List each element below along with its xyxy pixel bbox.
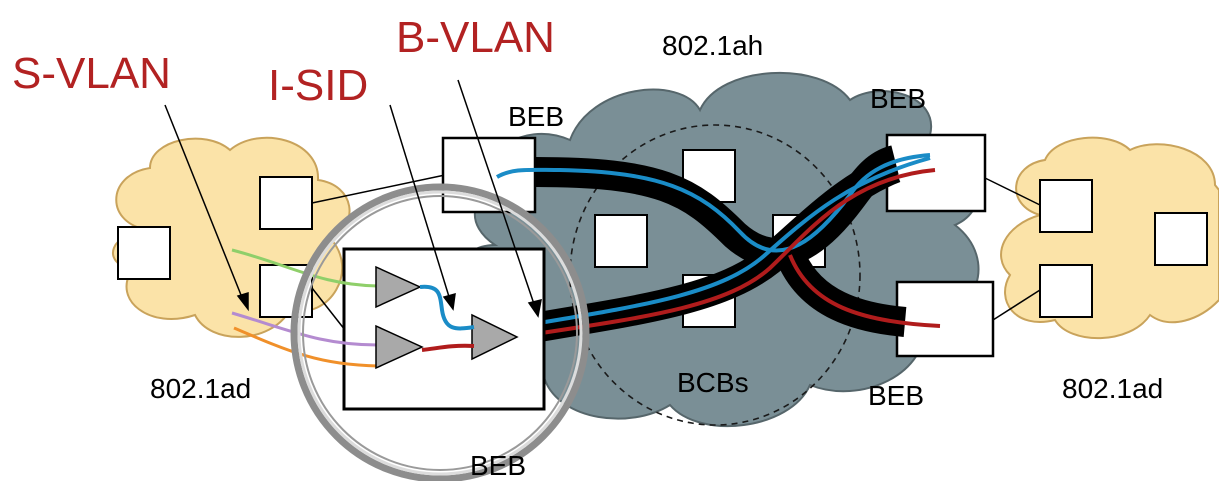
red-service-bottom: [788, 254, 941, 328]
link-left-to-beb: [311, 174, 446, 204]
isid-red-line: [421, 343, 475, 352]
service-triangle-upper: [375, 265, 422, 309]
blue-service-main: [514, 156, 931, 329]
label-left-cloud: 802.1ad: [150, 373, 251, 404]
label-pbb-cloud: 802.1ah: [662, 30, 763, 61]
link-right-bottom: [992, 289, 1041, 321]
left-customer-node-top[interactable]: [259, 176, 313, 230]
link-left-to-magnified: [311, 287, 346, 331]
callout-b-vlan: B-VLAN: [396, 13, 555, 62]
label-beb-top-left: BEB: [508, 101, 564, 132]
label-beb-top-right: BEB: [870, 83, 926, 114]
beb-bottom-right[interactable]: [895, 280, 995, 358]
callout-i-sid: I-SID: [268, 61, 368, 110]
magnifier-lens-inner: [302, 195, 578, 471]
label-right-cloud: 802.1ad: [1062, 373, 1163, 404]
beb-top-right[interactable]: [885, 133, 987, 213]
left-customer-node-outer[interactable]: [117, 226, 171, 280]
svlan-purple-line: [231, 311, 379, 347]
label-beb-magnified: BEB: [470, 450, 526, 481]
isid-blue-line: [419, 284, 475, 331]
beb-magnified[interactable]: [342, 247, 546, 411]
service-triangle-lower: [375, 324, 424, 370]
bcb-node-left[interactable]: [594, 214, 648, 268]
callout-s-vlan: S-VLAN: [12, 49, 171, 98]
right-customer-node-outer[interactable]: [1154, 212, 1208, 266]
label-bcbs: BCBs: [677, 367, 749, 398]
magnifier-lens-icon: [290, 183, 590, 481]
service-triangle-bvlan: [471, 313, 519, 361]
callout-arrows: [164, 79, 542, 318]
red-service-main: [514, 168, 936, 339]
link-right-top: [984, 177, 1041, 206]
right-customer-node-bottom[interactable]: [1039, 264, 1093, 318]
magnifier-lens-highlight: [297, 190, 583, 476]
label-beb-bottom-right: BEB: [868, 380, 924, 411]
right-customer-node-top[interactable]: [1039, 179, 1093, 233]
